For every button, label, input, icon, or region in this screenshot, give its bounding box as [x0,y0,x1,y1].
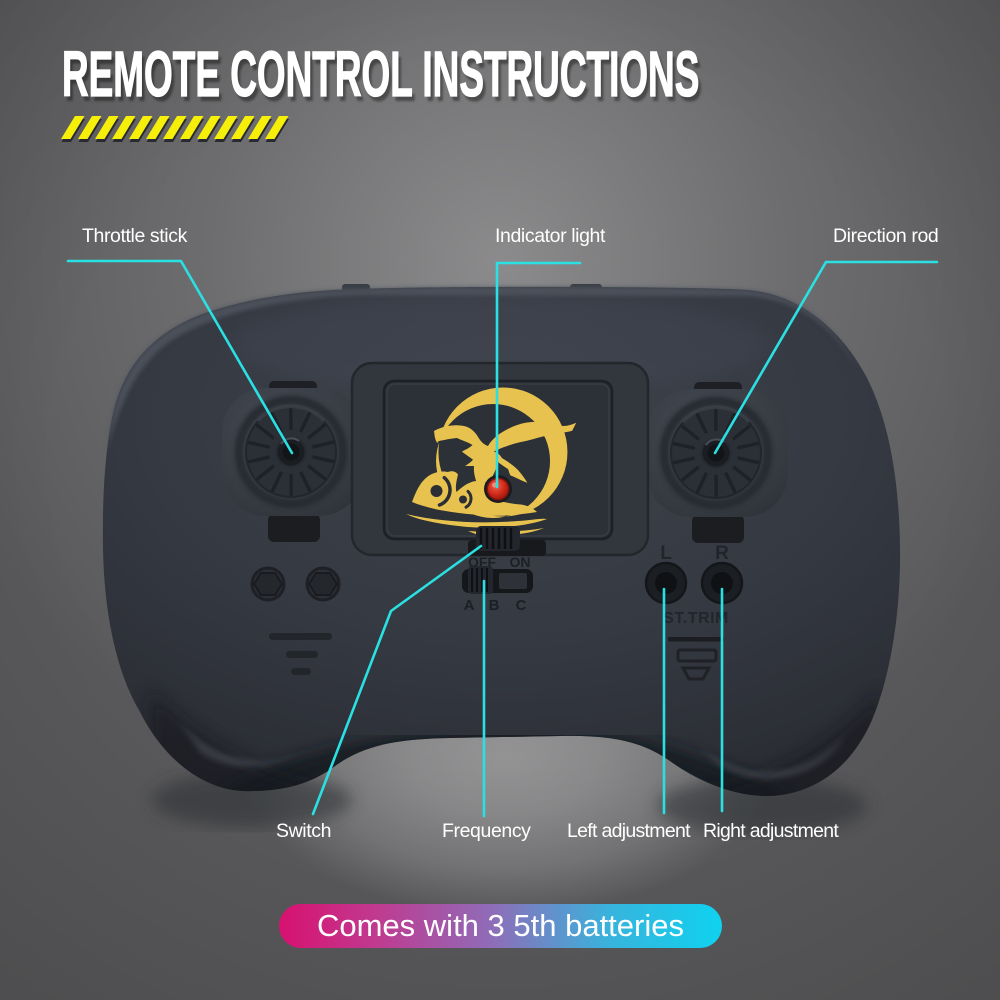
svg-text:A: A [464,597,475,614]
svg-text:B: B [489,597,500,614]
svg-text:ON: ON [510,554,531,570]
svg-text:ST.TRIM: ST.TRIM [663,610,729,627]
svg-text:R: R [715,543,729,564]
svg-text:C: C [516,597,527,614]
svg-text:L: L [660,543,672,564]
